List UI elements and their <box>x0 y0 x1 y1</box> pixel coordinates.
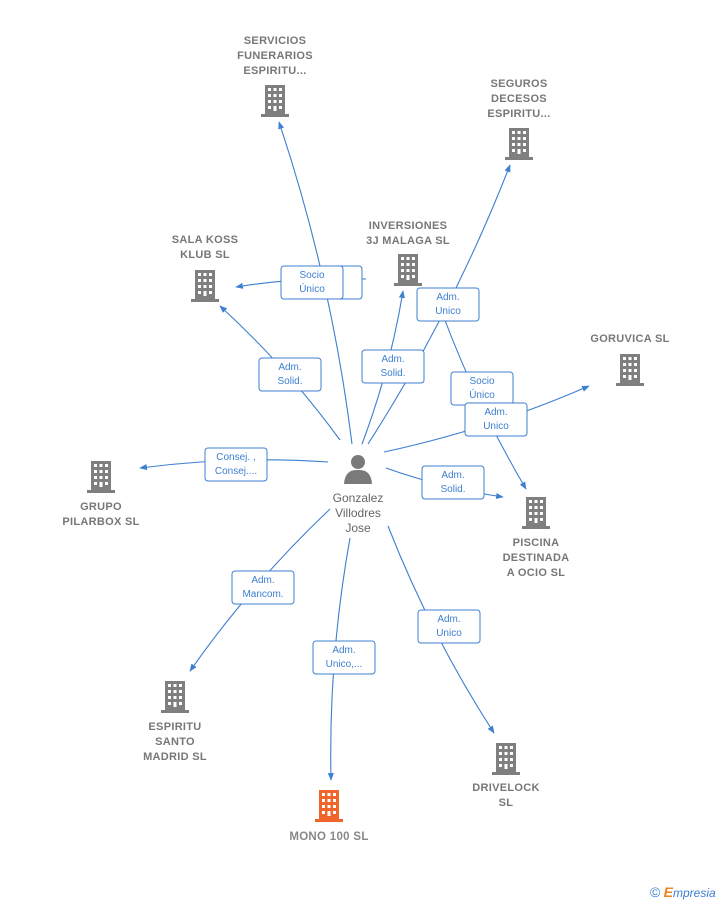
person-icon <box>344 455 372 484</box>
relation-label-text: Socio <box>299 270 324 281</box>
relation-label-box[interactable]: Consej. , Consej.... <box>204 447 268 482</box>
copyright-icon: © <box>650 884 661 900</box>
company-nodes: SERVICIOS FUNERARIOS ESPIRITU... SEGUROS DEC… <box>62 35 669 843</box>
company-label: 3J MALAGA SL <box>366 235 450 247</box>
brand-logo-text: mpresia <box>673 886 716 900</box>
relation-label-frame <box>204 447 268 482</box>
relation-label-text: Único <box>469 388 495 401</box>
company-node-mono[interactable]: MONO 100 SL <box>289 790 368 843</box>
relation-label-frame <box>421 465 485 500</box>
company-label: INVERSIONES <box>369 220 448 232</box>
company-node-piscina[interactable]: PISCINA DESTINADA A OCIO SL <box>503 497 570 579</box>
building-icon <box>161 681 189 713</box>
company-label: PILARBOX SL <box>62 516 139 528</box>
relation-label-frame <box>464 402 528 437</box>
relation-label-box[interactable]: Adm. Unico <box>416 287 480 322</box>
relation-label-text: Único <box>299 282 325 295</box>
relation-label-box[interactable]: Adm. Solid. <box>258 357 322 392</box>
company-label: ESPIRITU... <box>243 65 306 77</box>
building-icon <box>522 497 550 529</box>
company-label: GRUPO <box>80 501 122 513</box>
company-label: DRIVELOCK <box>472 782 539 794</box>
company-label: DECESOS <box>491 93 547 105</box>
relation-label-text: Unico <box>435 306 461 317</box>
building-icon <box>505 128 533 160</box>
company-label: SEGUROS <box>490 78 547 90</box>
relation-label-text: Adm. <box>381 354 404 365</box>
building-icon <box>616 354 644 386</box>
brand-logo-letter: E <box>663 884 674 900</box>
company-node-inversiones[interactable]: INVERSIONES 3J MALAGA SL <box>366 220 450 286</box>
relation-label-frame <box>231 570 295 605</box>
relation-label-frame <box>361 349 425 384</box>
relation-label-text: Consej. , <box>216 452 255 463</box>
person-name: Jose <box>345 521 371 535</box>
relation-label-box[interactable]: Adm. Mancom. <box>231 570 295 605</box>
company-label: FUNERARIOS <box>237 50 313 62</box>
relation-label-text: Adm. <box>251 575 274 586</box>
relation-label-box[interactable]: Adm. Unico <box>464 402 528 437</box>
relation-label-text: Adm. <box>484 407 507 418</box>
company-node-seguros[interactable]: SEGUROS DECESOS ESPIRITU... <box>487 78 550 160</box>
relation-label-box[interactable]: Adm. Unico,... <box>312 640 376 675</box>
relation-label-text: Unico <box>436 628 462 639</box>
company-label: SANTO <box>155 736 195 748</box>
relation-label-text: Adm. <box>332 645 355 656</box>
relation-label-text: Adm. <box>278 362 301 373</box>
company-label: MADRID SL <box>143 751 207 763</box>
relation-label-text: Solid. <box>380 368 405 379</box>
person-name: Gonzalez <box>333 491 384 505</box>
company-node-grupo[interactable]: GRUPO PILARBOX SL <box>62 461 139 528</box>
company-node-espiritu[interactable]: ESPIRITU SANTO MADRID SL <box>143 681 207 763</box>
relation-label-text: Mancom. <box>242 589 283 600</box>
relation-label-text: Unico <box>483 421 509 432</box>
company-label: ESPIRITU <box>148 721 201 733</box>
relation-label-text: Solid. <box>277 376 302 387</box>
relation-label-text: Solid. <box>440 484 465 495</box>
relation-label-frame <box>416 287 480 322</box>
relation-label-text: Adm. <box>441 470 464 481</box>
relation-label-frame <box>417 609 481 644</box>
relation-label-frame <box>258 357 322 392</box>
relation-label-box[interactable]: Adm. Unico <box>417 609 481 644</box>
building-icon <box>394 254 422 286</box>
company-node-servicios[interactable]: SERVICIOS FUNERARIOS ESPIRITU... <box>237 35 313 117</box>
relation-label-frame <box>280 265 344 300</box>
company-label: SL <box>499 797 514 809</box>
company-label: DESTINADA <box>503 552 570 564</box>
relation-label-text: Adm. <box>437 614 460 625</box>
building-icon <box>261 85 289 117</box>
relation-label-text: Consej.... <box>215 466 257 477</box>
relation-label-text: Unico,... <box>326 659 363 670</box>
building-icon <box>191 270 219 302</box>
relation-label-frame <box>312 640 376 675</box>
company-label: SERVICIOS <box>244 35 306 47</box>
company-node-drivelock[interactable]: DRIVELOCK SL <box>472 743 539 809</box>
person-name: Villodres <box>335 506 381 520</box>
empresia-watermark: © Empresia <box>650 884 716 900</box>
company-label: ESPIRITU... <box>487 108 550 120</box>
relation-label-text: Adm. <box>436 292 459 303</box>
relation-label-text: Socio <box>469 376 494 387</box>
company-label: SALA KOSS <box>172 234 238 246</box>
building-icon <box>87 461 115 493</box>
company-label: GORUVICA SL <box>590 333 669 345</box>
company-node-goruvica[interactable]: GORUVICA SL <box>590 333 669 386</box>
company-label: A OCIO SL <box>507 567 566 579</box>
relation-label-box[interactable]: Adm. Solid. <box>361 349 425 384</box>
company-node-salakoss[interactable]: SALA KOSS KLUB SL <box>172 234 238 302</box>
company-label: KLUB SL <box>180 249 230 261</box>
building-icon <box>492 743 520 775</box>
building-icon <box>315 790 343 822</box>
relation-labels: Adm.Solid.SocioÚnicoAdm.Solid.Adm.Solid.… <box>204 265 528 675</box>
company-label: PISCINA <box>513 537 560 549</box>
relation-label-box[interactable]: Adm. Solid. <box>421 465 485 500</box>
company-label: MONO 100 SL <box>289 831 368 843</box>
